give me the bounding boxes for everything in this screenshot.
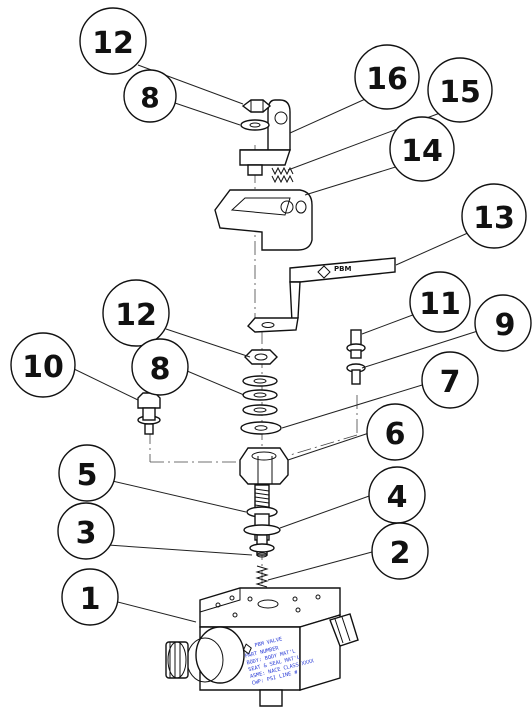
- balloon-8-top: 8: [123, 69, 177, 123]
- part-12-top-nut: [241, 99, 272, 113]
- balloon-8-middle: 8: [131, 338, 189, 396]
- part-7-stop-plate: [240, 421, 282, 435]
- svg-text:14: 14: [401, 134, 443, 169]
- balloon-2: 2: [371, 522, 429, 580]
- balloon-11: 11: [409, 271, 471, 333]
- part-9-stop-pin-collar: [346, 363, 366, 385]
- part-2-spring: [255, 565, 269, 588]
- balloon-12-middle: 12: [102, 279, 170, 347]
- balloon-6: 6: [366, 403, 424, 461]
- svg-text:2: 2: [390, 536, 411, 571]
- svg-text:16: 16: [366, 62, 408, 97]
- svg-text:3: 3: [76, 516, 97, 551]
- svg-text:12: 12: [115, 298, 157, 333]
- part-15-spring: [271, 166, 294, 184]
- balloon-16: 16: [354, 44, 420, 110]
- balloon-9: 9: [474, 294, 532, 352]
- part-8-washers: [242, 375, 278, 416]
- svg-text:15: 15: [439, 75, 481, 110]
- part-12-middle-nut: [244, 349, 278, 365]
- svg-text:4: 4: [387, 480, 408, 515]
- part-6-gland-nut: [239, 447, 289, 485]
- svg-text:12: 12: [92, 26, 134, 61]
- balloon-1: 1: [61, 568, 119, 626]
- balloon-5: 5: [58, 444, 116, 502]
- balloon-10: 10: [10, 332, 76, 398]
- balloons: 12 8 16 15 14 13 12 11: [10, 7, 532, 626]
- svg-text:8: 8: [140, 81, 159, 114]
- balloon-13: 13: [461, 183, 527, 249]
- svg-text:13: 13: [473, 201, 515, 236]
- svg-text:6: 6: [385, 417, 406, 452]
- part-13-handle: PBM: [247, 257, 396, 333]
- svg-text:5: 5: [77, 458, 98, 493]
- balloon-3: 3: [57, 502, 115, 560]
- part-14-lock-plate: [214, 189, 313, 251]
- handle-brand: PBM: [334, 265, 351, 273]
- svg-text:10: 10: [22, 350, 64, 385]
- balloon-15: 15: [427, 57, 493, 123]
- svg-text:8: 8: [150, 352, 171, 387]
- part-10-stop-bolt: [137, 392, 161, 435]
- balloon-7: 7: [421, 351, 479, 409]
- part-8-top-washer: [240, 119, 270, 131]
- balloon-14: 14: [389, 116, 455, 182]
- part-16-lock-bracket: [239, 99, 291, 176]
- svg-text:11: 11: [419, 287, 461, 322]
- part-3-thrust-washer: [249, 543, 275, 553]
- svg-text:1: 1: [80, 582, 101, 617]
- part-11-stop-pin: [346, 329, 366, 359]
- svg-text:7: 7: [440, 365, 461, 400]
- svg-text:9: 9: [495, 308, 516, 343]
- balloon-4: 4: [368, 466, 426, 524]
- brand-logo: [242, 643, 252, 655]
- part-1-body: PBM VALVE PART NUMBER BODY: BODY MAT'L S…: [165, 587, 359, 707]
- balloon-12-top: 12: [79, 7, 147, 75]
